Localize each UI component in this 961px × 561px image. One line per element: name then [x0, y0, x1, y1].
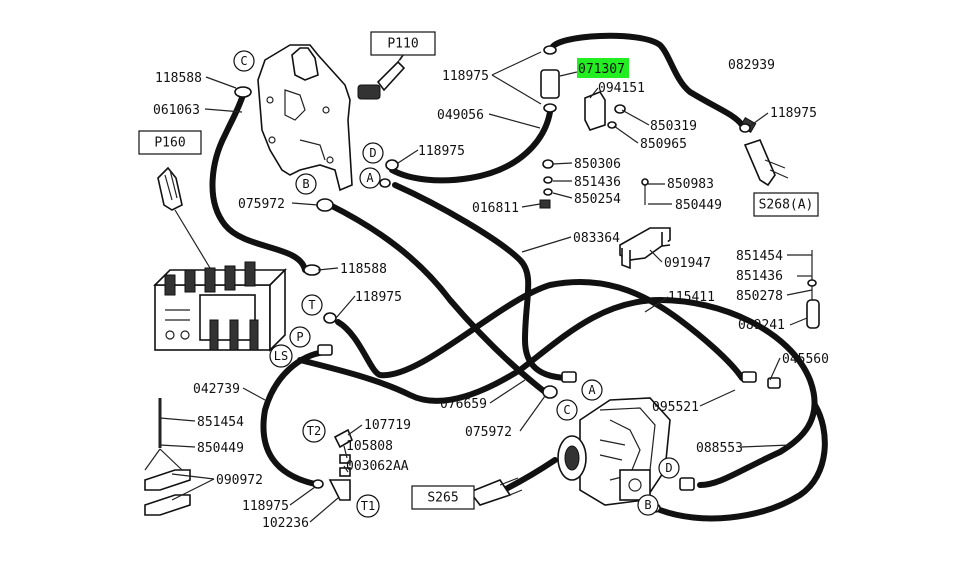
part-851454-left[interactable]: 851454 [197, 415, 244, 430]
part-850965[interactable]: 850965 [640, 137, 687, 152]
part-107719[interactable]: 107719 [364, 418, 411, 433]
part-118975-right[interactable]: 118975 [770, 106, 817, 121]
svg-text:S265: S265 [427, 491, 458, 506]
port-c-pump: C [556, 399, 578, 421]
part-851454-right[interactable]: 851454 [736, 249, 783, 264]
part-082939[interactable]: 082939 [728, 58, 775, 73]
hose-061063[interactable] [209, 92, 308, 273]
part-061063[interactable]: 061063 [153, 103, 200, 118]
part-042739[interactable]: 042739 [193, 382, 240, 397]
svg-text:B: B [644, 498, 651, 512]
hoses [209, 32, 828, 522]
port-labels: C D A B T P LS A C T2 T1 D B [233, 50, 680, 518]
part-049056[interactable]: 049056 [437, 108, 484, 123]
svg-text:P160: P160 [154, 136, 185, 151]
part-091947[interactable]: 091947 [664, 256, 711, 271]
hose-s265[interactable] [497, 457, 558, 495]
part-095521[interactable]: 095521 [652, 400, 699, 415]
part-numbers: 118588 061063 075972 118588 118975 11897… [153, 58, 829, 531]
part-083364[interactable]: 083364 [573, 231, 620, 246]
svg-text:C: C [563, 403, 570, 417]
part-118975-top[interactable]: 118975 [442, 69, 489, 84]
svg-text:T1: T1 [361, 499, 375, 513]
sensor-plug-p160 [157, 166, 211, 269]
part-118975-tank[interactable]: 118975 [418, 144, 465, 159]
part-851436-right[interactable]: 851436 [736, 269, 783, 284]
port-t-valve: T [301, 294, 323, 316]
label-p160[interactable]: P160 [138, 130, 202, 155]
part-115411[interactable]: 115411 [668, 290, 715, 305]
part-850278[interactable]: 850278 [736, 289, 783, 304]
hose-115411[interactable] [335, 279, 745, 381]
part-094151[interactable]: 094151 [598, 81, 645, 96]
tank-fittings [234, 53, 406, 100]
svg-text:C: C [240, 54, 247, 68]
part-118975-mid[interactable]: 118975 [355, 290, 402, 305]
label-s268a[interactable]: S268(A) [753, 192, 819, 217]
part-016811[interactable]: 016811 [472, 201, 519, 216]
svg-text:P110: P110 [387, 37, 418, 52]
part-850306[interactable]: 850306 [574, 157, 621, 172]
part-118975-bottom[interactable]: 118975 [242, 499, 289, 514]
svg-text:LS: LS [274, 349, 288, 363]
port-b-tank: B [295, 173, 317, 195]
port-t1: T1 [356, 494, 380, 518]
hose-082939[interactable] [549, 32, 745, 128]
part-075972-bottom[interactable]: 075972 [465, 425, 512, 440]
svg-text:A: A [366, 171, 374, 185]
svg-text:T2: T2 [307, 424, 321, 438]
svg-text:D: D [369, 146, 376, 160]
part-088553[interactable]: 088553 [696, 441, 743, 456]
part-105808[interactable]: 105808 [346, 439, 393, 454]
svg-text:T: T [308, 298, 315, 312]
svg-text:S268(A): S268(A) [759, 198, 814, 213]
part-118588-top[interactable]: 118588 [155, 71, 202, 86]
svg-text:A: A [588, 383, 596, 397]
highlight-071307 [577, 58, 629, 78]
svg-text:B: B [302, 177, 309, 191]
svg-text:D: D [665, 461, 672, 475]
port-b-pump: B [637, 494, 659, 516]
part-003062aa[interactable]: 003062AA [346, 459, 409, 474]
port-a-tank: A [359, 167, 381, 189]
hose-095521[interactable] [297, 297, 818, 488]
part-071307[interactable]: 071307 [578, 62, 625, 77]
part-076659[interactable]: 076659 [440, 397, 487, 412]
part-850254[interactable]: 850254 [574, 192, 621, 207]
port-t2: T2 [302, 419, 326, 443]
sensor-s265 [468, 477, 523, 506]
leader-lines [144, 51, 813, 523]
port-d-tank: D [362, 142, 384, 164]
tank-bracket[interactable] [257, 44, 353, 192]
part-102236[interactable]: 102236 [262, 516, 309, 531]
part-851436[interactable]: 851436 [574, 175, 621, 190]
part-045560[interactable]: 045560 [782, 352, 829, 367]
port-ls-valve: LS [269, 344, 293, 368]
label-p110[interactable]: P110 [370, 31, 436, 56]
port-p-valve: P [289, 326, 311, 348]
hose-088553[interactable] [657, 402, 828, 522]
part-850449-left[interactable]: 850449 [197, 441, 244, 456]
label-s265[interactable]: S265 [411, 485, 475, 510]
part-850319[interactable]: 850319 [650, 119, 697, 134]
part-850983[interactable]: 850983 [667, 177, 714, 192]
svg-text:P: P [296, 330, 303, 344]
hose-076659[interactable] [327, 202, 548, 395]
boxed-labels: P110 P160 S268(A) S265 [138, 31, 819, 510]
hose-042739[interactable] [260, 349, 328, 487]
part-089241[interactable]: 089241 [738, 318, 785, 333]
part-075972-top[interactable]: 075972 [238, 197, 285, 212]
port-c-tank: C [233, 50, 255, 72]
hose-049056[interactable] [389, 109, 553, 184]
part-118588-mid[interactable]: 118588 [340, 262, 387, 277]
port-a-pump: A [581, 379, 603, 401]
port-d-pump: D [658, 457, 680, 479]
hose-083364[interactable] [392, 182, 573, 381]
part-090972[interactable]: 090972 [216, 473, 263, 488]
control-valve-block[interactable] [153, 261, 287, 352]
part-850449-top[interactable]: 850449 [675, 198, 722, 213]
